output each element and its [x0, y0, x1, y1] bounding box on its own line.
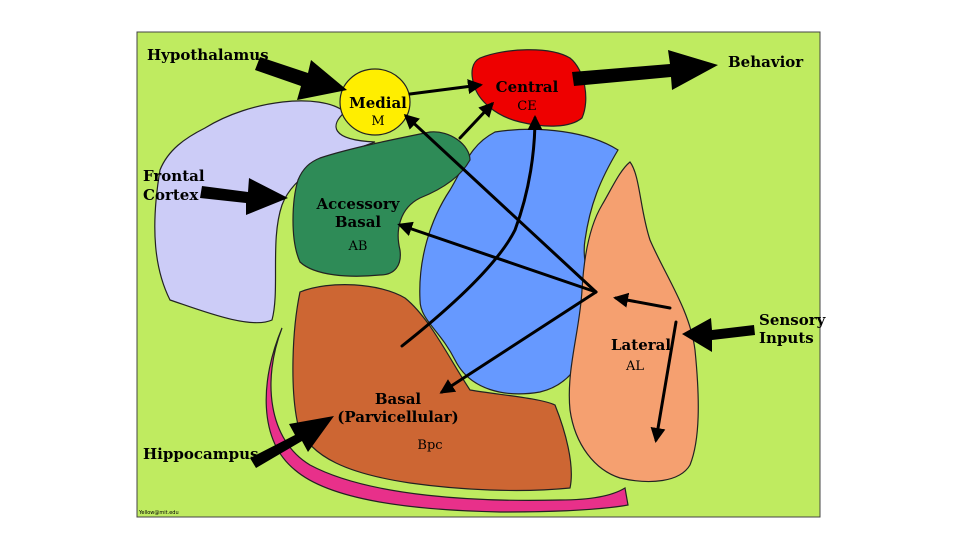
sensory-label-line1: Sensory — [759, 311, 827, 329]
hippocampus-arrow — [250, 416, 334, 468]
hypothalamus-arrow — [255, 57, 347, 100]
lateral-to-medial-arrow — [403, 113, 598, 294]
sensory-arrow — [682, 318, 755, 352]
medial-abbr: M — [371, 114, 384, 129]
lateral-to-accessory-arrow — [397, 221, 598, 294]
medial-region — [339, 68, 411, 136]
frontal-arrow — [200, 178, 288, 215]
medial-name: Medial — [349, 94, 407, 112]
blue-region — [419, 128, 619, 395]
credit-text: Yellow@mit.edu — [138, 510, 179, 516]
sensory-label-line2: Inputs — [759, 329, 814, 347]
medial-to-central-arrow — [408, 79, 483, 96]
central-name: Central — [496, 78, 559, 96]
accessory-to-central-arrow — [458, 101, 495, 140]
hippocampus-label: Hippocampus — [143, 445, 258, 463]
big-arrows — [200, 50, 755, 468]
lateral-name: Lateral — [611, 336, 671, 354]
behavior-arrow — [572, 50, 718, 90]
lateral-descending-arrow — [650, 320, 678, 443]
lateral-to-basal-arrow — [439, 290, 598, 394]
lateral-region — [568, 161, 699, 483]
hippocampus-region — [265, 327, 629, 513]
hypothalamus-label: Hypothalamus — [147, 46, 269, 64]
accessory-basal-region — [292, 131, 471, 277]
connections — [397, 79, 678, 443]
central-abbr: CE — [517, 99, 536, 114]
basal-abbr: Bpc — [417, 438, 442, 453]
sensory-to-lateral-arrow — [613, 292, 672, 310]
frontal-label-line2: Cortex — [143, 186, 199, 204]
accessory-abbr: AB — [348, 239, 368, 254]
behavior-label: Behavior — [728, 53, 804, 71]
lateral-abbr: AL — [625, 359, 644, 374]
accessory-name-line2: Basal — [335, 213, 382, 231]
accessory-name-line1: Accessory — [316, 195, 401, 213]
frontal-label-line1: Frontal — [143, 167, 205, 185]
basal-name-line1: Basal — [375, 390, 422, 408]
basal-to-central-arrow — [400, 115, 543, 348]
basal-name-line2: (Parvicellular) — [337, 408, 458, 426]
